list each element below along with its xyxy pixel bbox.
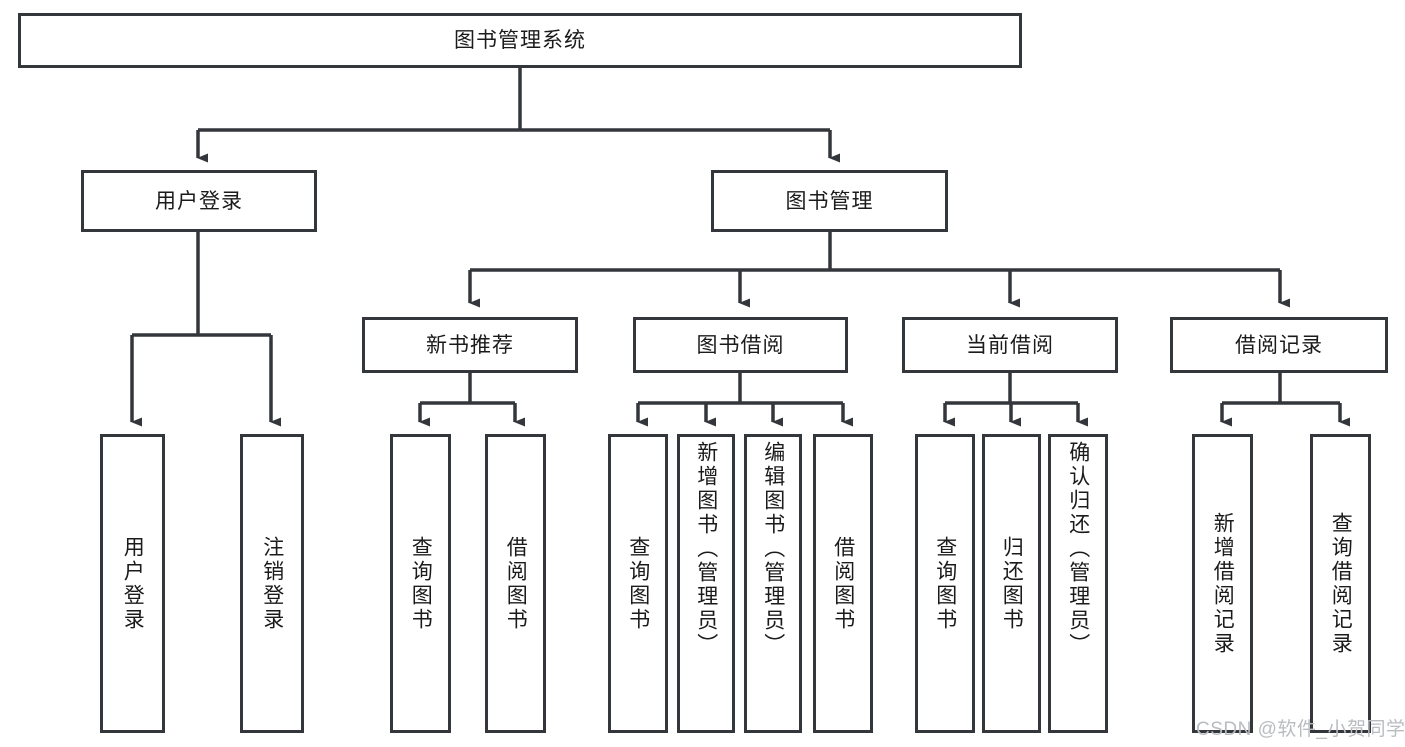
node-leaf-borrow-book-1[interactable]: 借阅图书 <box>485 434 546 733</box>
node-leaf-edit-book-admin[interactable]: 编辑图书（管理员） <box>744 434 802 733</box>
node-leaf-edit-book-admin-label: 编辑图书（管理员） <box>761 441 785 657</box>
watermark-csdn: CSDN @软件_小贺同学 <box>1196 719 1405 740</box>
node-leaf-borrow-book-2-label: 借阅图书 <box>831 535 855 632</box>
node-leaf-add-book-admin[interactable]: 新增图书（管理员） <box>677 434 735 733</box>
node-leaf-query-borrow-record-label: 查询借阅记录 <box>1329 511 1353 656</box>
node-leaf-add-book-admin-label: 新增图书（管理员） <box>694 441 718 657</box>
node-user-login-label: 用户登录 <box>155 189 243 213</box>
node-current-borrow-label: 当前借阅 <box>966 333 1054 357</box>
node-leaf-return-book[interactable]: 归还图书 <box>982 434 1041 733</box>
node-borrow-record[interactable]: 借阅记录 <box>1170 317 1388 373</box>
node-user-login[interactable]: 用户登录 <box>81 170 317 232</box>
node-leaf-query-borrow-record[interactable]: 查询借阅记录 <box>1310 434 1371 733</box>
node-book-borrow[interactable]: 图书借阅 <box>633 317 848 373</box>
node-leaf-logout-label: 注销登录 <box>260 535 284 632</box>
node-current-borrow[interactable]: 当前借阅 <box>902 317 1118 373</box>
node-leaf-add-borrow-record[interactable]: 新增借阅记录 <box>1192 434 1253 733</box>
node-leaf-query-book-2-label: 查询图书 <box>626 535 650 632</box>
node-leaf-borrow-book-2[interactable]: 借阅图书 <box>813 434 873 733</box>
node-book-borrow-label: 图书借阅 <box>696 333 785 357</box>
node-root-label: 图书管理系统 <box>454 29 586 52</box>
node-book-manage[interactable]: 图书管理 <box>711 170 948 232</box>
node-leaf-query-book-1[interactable]: 查询图书 <box>390 434 451 733</box>
node-leaf-query-book-2[interactable]: 查询图书 <box>608 434 668 733</box>
node-leaf-user-login[interactable]: 用户登录 <box>100 434 165 733</box>
node-leaf-return-book-label: 归还图书 <box>1000 535 1024 632</box>
node-new-book-recommend[interactable]: 新书推荐 <box>362 317 578 373</box>
node-new-book-recommend-label: 新书推荐 <box>426 333 514 357</box>
node-leaf-user-login-label: 用户登录 <box>121 535 145 632</box>
node-leaf-confirm-return-admin-label: 确认归还（管理员） <box>1066 441 1090 657</box>
node-book-manage-label: 图书管理 <box>785 189 874 213</box>
node-leaf-logout[interactable]: 注销登录 <box>240 434 304 733</box>
node-leaf-confirm-return-admin[interactable]: 确认归还（管理员） <box>1048 434 1108 733</box>
node-borrow-record-label: 借阅记录 <box>1235 333 1323 357</box>
node-leaf-query-book-3[interactable]: 查询图书 <box>915 434 975 733</box>
node-leaf-query-book-3-label: 查询图书 <box>933 535 957 632</box>
node-leaf-borrow-book-1-label: 借阅图书 <box>504 535 528 632</box>
node-leaf-add-borrow-record-label: 新增借阅记录 <box>1211 511 1235 656</box>
node-root[interactable]: 图书管理系统 <box>18 13 1022 68</box>
node-leaf-query-book-1-label: 查询图书 <box>409 535 433 632</box>
